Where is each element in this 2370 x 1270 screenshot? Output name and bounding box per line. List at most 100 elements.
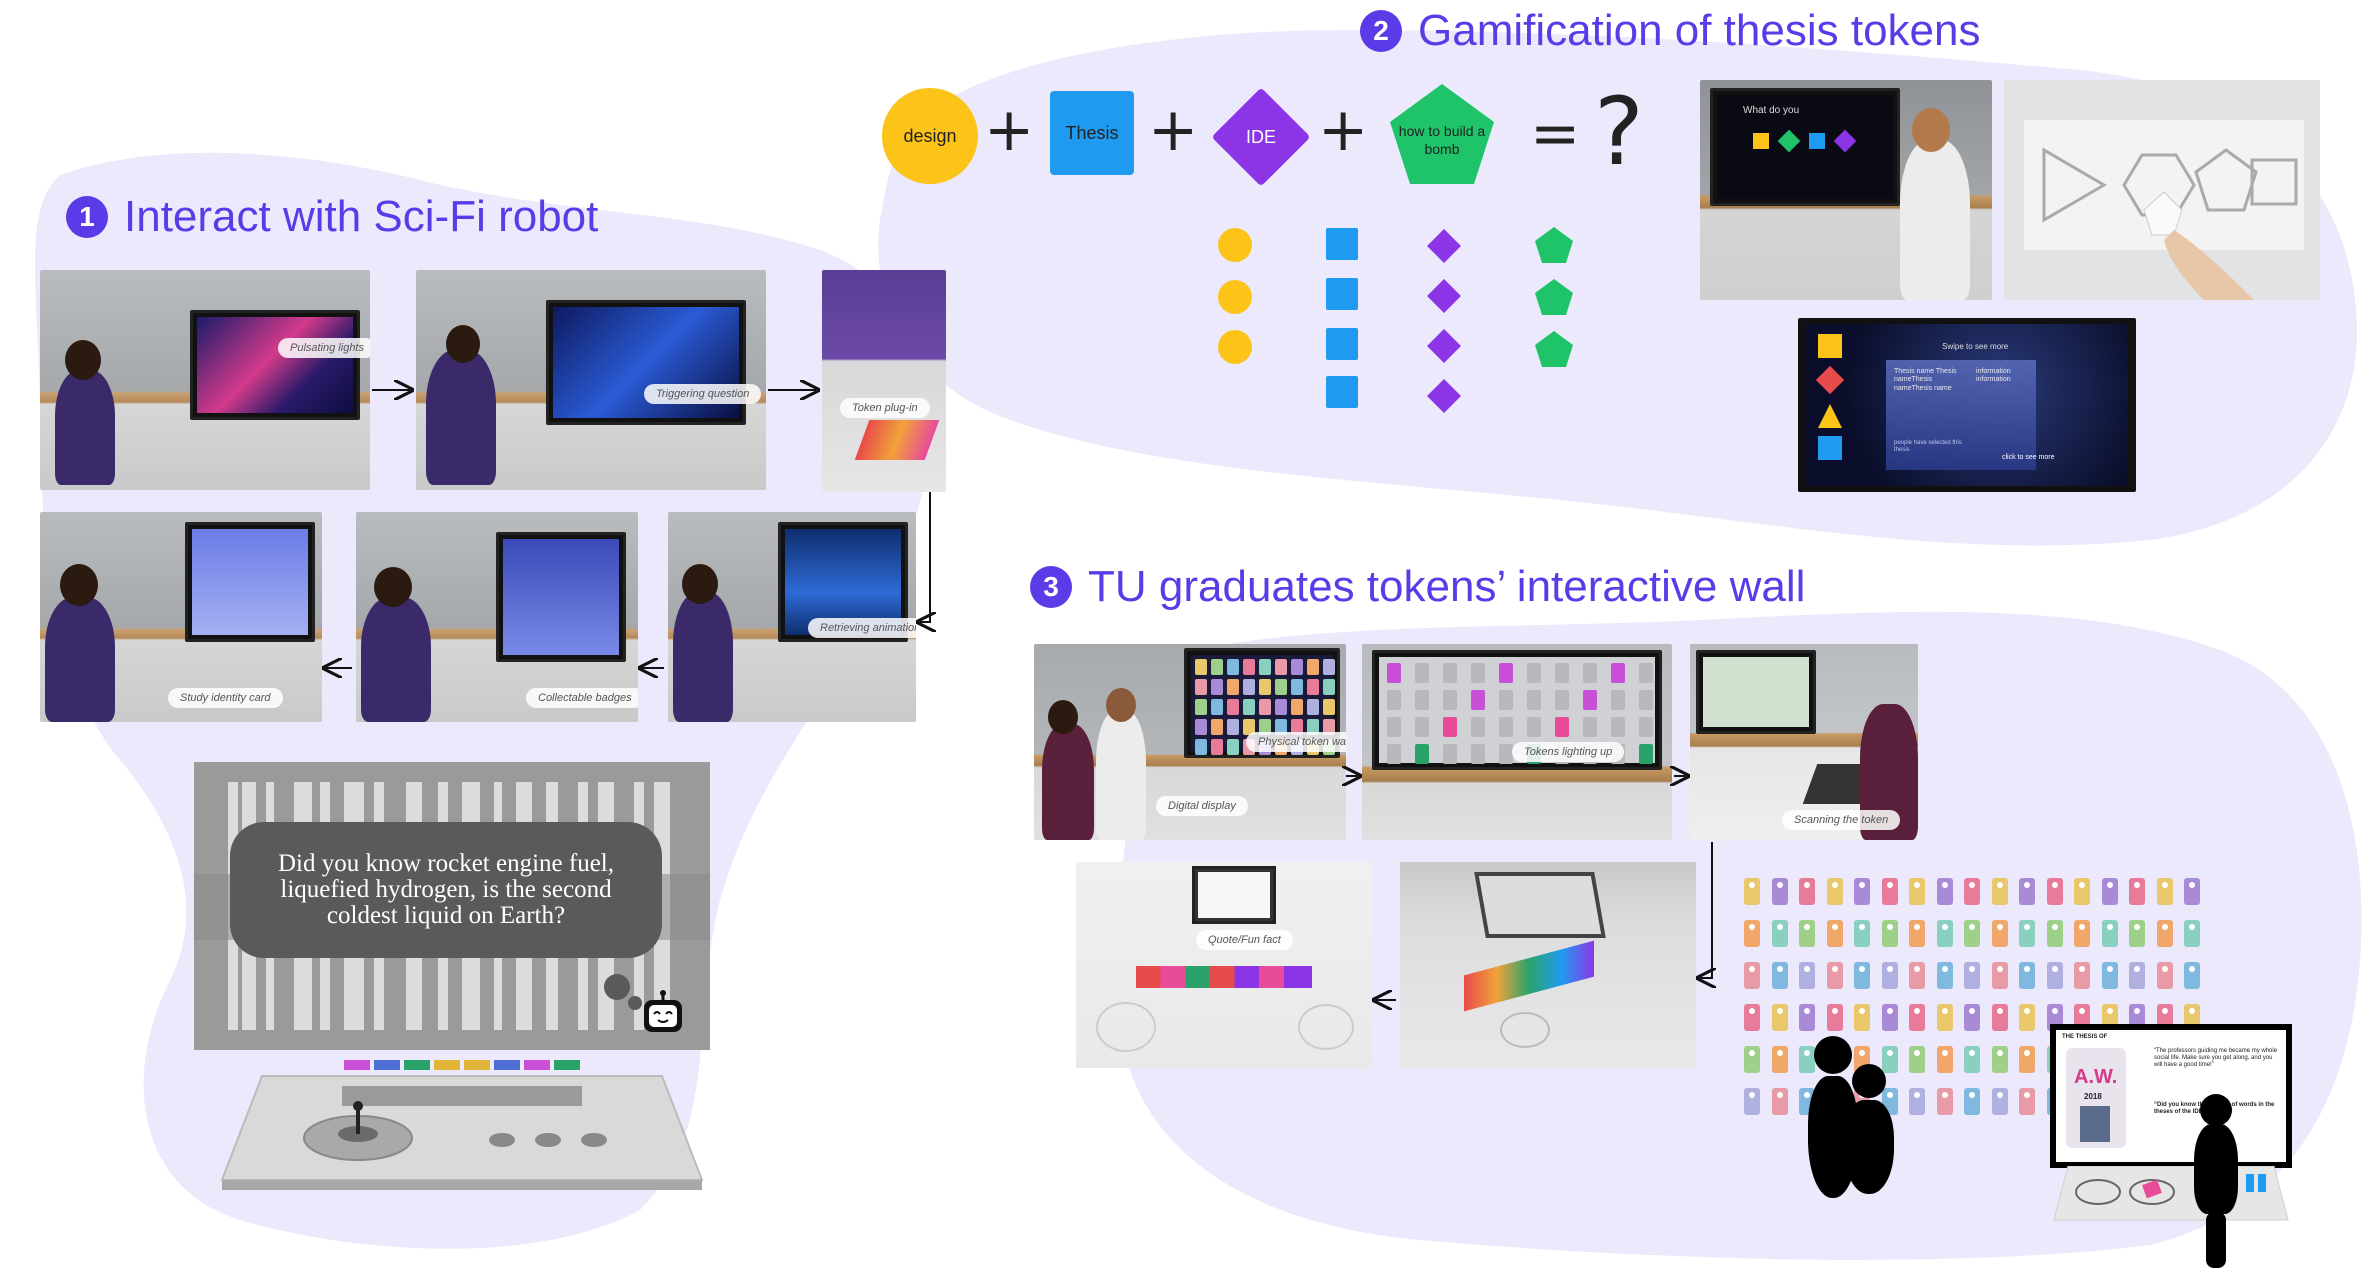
wall-token — [1991, 1088, 2008, 1115]
label-scanning-the-token: Scanning the token — [1782, 810, 1901, 830]
mini-wall-token — [1639, 690, 1653, 710]
wall-token — [1991, 962, 2008, 989]
kiosk-heading: THE THESIS OF — [2062, 1034, 2108, 1040]
label-pulsating-lights: Pulsating lights — [278, 338, 370, 358]
label-token-plug-in: Token plug-in — [840, 398, 930, 418]
kiosk-year: 2018 — [2084, 1092, 2102, 1101]
wall-token — [1771, 1088, 1788, 1115]
wall-token — [1909, 962, 1925, 989]
mini-wall-token — [1387, 717, 1401, 737]
wall-token — [1799, 1046, 1815, 1073]
mini-wall-token — [1611, 690, 1625, 710]
wall-token — [1771, 962, 1788, 989]
wall-token — [1964, 878, 1980, 905]
wall-token — [1964, 1004, 1980, 1031]
mini-wall-token — [1387, 690, 1401, 710]
mini-wall-token — [1323, 659, 1335, 675]
mini-wall-token — [1471, 717, 1485, 737]
mini-wall-token — [1443, 690, 1457, 710]
mini-circle-2 — [1218, 280, 1252, 314]
wall-token — [2184, 878, 2200, 905]
mini-wall-token — [1195, 699, 1207, 715]
console-slot-2 — [374, 1060, 400, 1070]
wall-token — [2019, 1004, 2035, 1031]
photo-triggering-question: Triggering question — [416, 270, 766, 490]
mini-wall-token — [1443, 744, 1457, 764]
mini-wall-token — [1227, 699, 1239, 715]
plus-sign-1: + — [984, 95, 1035, 165]
plus-sign-3: + — [1318, 95, 1369, 165]
mini-wall-token — [1555, 717, 1569, 737]
label-digital-display: Digital display — [1156, 796, 1248, 816]
wall-token — [1744, 878, 1760, 905]
wall-token — [1771, 878, 1788, 905]
wall-token — [2101, 962, 2118, 989]
wall-token — [1826, 878, 1843, 905]
click-more-text: click to see more — [2002, 454, 2055, 461]
photo-token-tray — [1400, 862, 1696, 1068]
photo-quote-fun-fact: Quote/Fun fact — [1076, 862, 1372, 1068]
section-title-text-1: Interact with Sci-Fi robot — [124, 192, 599, 241]
wall-token — [1744, 1046, 1760, 1073]
mini-wall-token — [1227, 739, 1239, 755]
thought-dot-small — [628, 996, 642, 1010]
wall-token — [1881, 1046, 1898, 1073]
wall-token — [2156, 962, 2173, 989]
mini-wall-token — [1291, 659, 1303, 675]
photo-pulsating-lights: Pulsating lights — [40, 270, 370, 490]
bomb-label: how to build a bomb — [1398, 122, 1486, 157]
mini-wall-token — [1307, 679, 1319, 695]
wall-token — [1964, 1046, 1980, 1073]
wall-token — [1771, 1046, 1788, 1073]
mini-wall-token — [1611, 717, 1625, 737]
wall-token — [2129, 920, 2145, 947]
wall-token — [2129, 962, 2145, 989]
wall-token — [2046, 962, 2063, 989]
photo-thesis-game-screen: What do you — [1700, 80, 1992, 300]
mini-wall-token — [1499, 717, 1513, 737]
photo-retrieving-animation: Retrieving animation — [668, 512, 916, 722]
mini-wall-token — [1387, 663, 1401, 683]
mini-wall-token — [1415, 717, 1429, 737]
wall-token — [1964, 1088, 1980, 1115]
info-kiosk: THE THESIS OF A.W. 2018 “The professors … — [2050, 1024, 2292, 1168]
mini-wall-token — [1555, 663, 1569, 683]
mini-wall-token — [1227, 679, 1239, 695]
bomb-pentagon: how to build a bomb — [1388, 82, 1496, 186]
console-slot-4 — [434, 1060, 460, 1070]
wall-token — [1854, 878, 1870, 905]
wall-token — [1909, 1046, 1925, 1073]
wall-token — [1826, 962, 1843, 989]
mini-wall-token — [1471, 744, 1485, 764]
wall-token — [1991, 920, 2008, 947]
mini-wall-token — [1259, 719, 1271, 735]
photo-scanning-the-token: Scanning the token — [1690, 644, 1918, 840]
kiosk-quote-1: “The professors guiding me became my who… — [2154, 1048, 2278, 1069]
wall-token — [1854, 1004, 1870, 1031]
mini-wall-token — [1211, 739, 1223, 755]
wall-token — [2156, 920, 2173, 947]
wall-token — [1936, 962, 1953, 989]
wall-token — [1991, 878, 2008, 905]
section-number-3: 3 — [1030, 566, 1072, 608]
mini-square-2 — [1326, 278, 1358, 310]
wall-token — [1909, 1004, 1925, 1031]
wall-token — [2046, 878, 2063, 905]
mini-wall-token — [1195, 719, 1207, 735]
mini-wall-token — [1611, 663, 1625, 683]
kiosk-initials: A.W. — [2074, 1066, 2118, 1088]
mini-wall-token — [1195, 739, 1207, 755]
mini-wall-token — [1323, 699, 1335, 715]
wall-token — [2074, 962, 2090, 989]
wall-token — [1964, 920, 1980, 947]
student-silhouette — [2194, 1094, 2238, 1268]
mini-wall-token — [1275, 679, 1287, 695]
wall-token — [1744, 1088, 1760, 1115]
mini-wall-token — [1583, 717, 1597, 737]
wall-token — [1881, 920, 1898, 947]
wall-token — [2184, 962, 2200, 989]
mini-wall-token — [1211, 679, 1223, 695]
mini-wall-token — [1499, 663, 1513, 683]
thought-dot-large — [604, 974, 630, 1000]
photo-tokens-lighting-up: Tokens lighting up — [1362, 644, 1672, 840]
